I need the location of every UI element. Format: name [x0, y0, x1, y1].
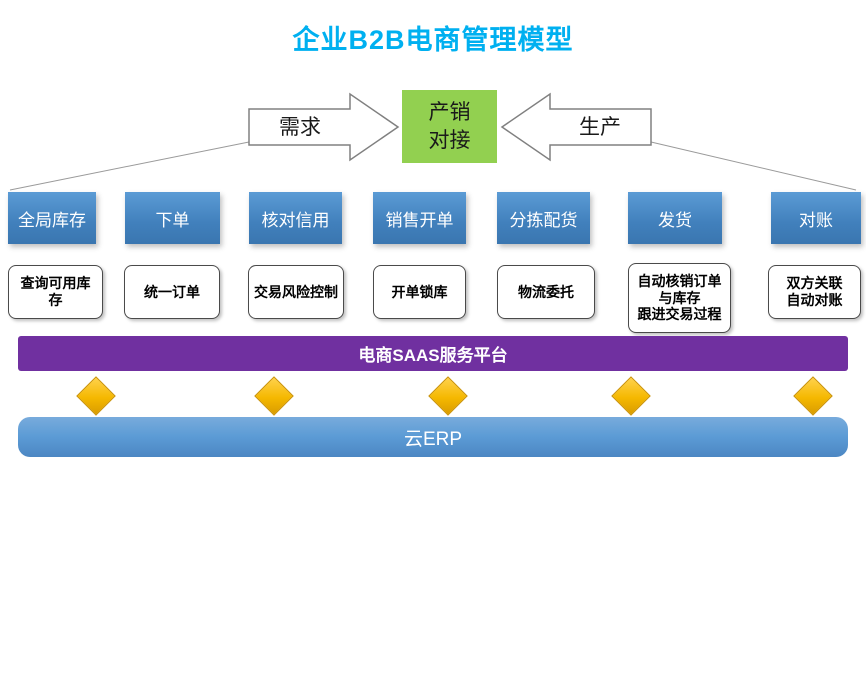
demand-arrow: 需求 [248, 92, 400, 162]
detail-box-risk-control: 交易风险控制 [248, 265, 344, 319]
stage-box-picking: 分拣配货 [497, 192, 590, 244]
detail-label: 双方关联 自动对账 [786, 275, 843, 308]
connector-line-right [650, 141, 857, 191]
connector-diamond [76, 376, 116, 416]
stage-label: 销售开单 [385, 210, 454, 230]
stage-label: 分拣配货 [509, 210, 578, 230]
connector-line-left [9, 141, 250, 191]
page-title: 企业B2B电商管理模型 [292, 25, 574, 55]
detail-box-auto-writeoff: 自动核销订单与库存 跟进交易过程 [628, 263, 731, 333]
detail-label: 物流委托 [518, 283, 574, 300]
stage-label: 对账 [799, 210, 833, 230]
stage-box-reconciliation: 对账 [771, 192, 861, 244]
demand-arrow-label: 需求 [279, 116, 321, 139]
stage-box-sales-billing: 销售开单 [373, 192, 466, 244]
connector-diamond [611, 376, 651, 416]
stage-box-shipping: 发货 [628, 192, 722, 244]
match-box: 产销 对接 [402, 90, 497, 163]
connector-diamond [428, 376, 468, 416]
stage-box-global-inventory: 全局库存 [8, 192, 96, 244]
connector-diamond [793, 376, 833, 416]
cloud-erp-bar: 云ERP [18, 417, 848, 457]
cloud-erp-label: 云ERP [403, 428, 463, 450]
detail-box-logistics: 物流委托 [497, 265, 595, 319]
stage-label: 发货 [658, 210, 692, 230]
detail-label: 查询可用库存 [20, 275, 91, 308]
demand-arrow-shape [248, 92, 400, 162]
connector-diamond [254, 376, 294, 416]
supply-arrow: 生产 [500, 92, 652, 162]
detail-box-query-inventory: 查询可用库存 [8, 265, 103, 319]
detail-label: 自动核销订单与库存 跟进交易过程 [637, 272, 722, 323]
detail-label: 交易风险控制 [254, 283, 338, 300]
stage-label: 全局库存 [18, 210, 86, 230]
stage-label: 下单 [155, 210, 190, 230]
supply-arrow-shape [500, 92, 652, 162]
detail-box-auto-reconcile: 双方关联 自动对账 [768, 265, 861, 319]
detail-box-lock-stock: 开单锁库 [373, 265, 466, 319]
supply-arrow-label: 生产 [579, 116, 621, 139]
saas-platform-label: 电商SAAS服务平台 [358, 346, 508, 365]
detail-label: 统一订单 [144, 283, 200, 300]
detail-label: 开单锁库 [391, 283, 448, 300]
stage-box-order: 下单 [125, 192, 220, 244]
saas-platform-bar: 电商SAAS服务平台 [18, 336, 848, 371]
stage-box-credit-check: 核对信用 [249, 192, 342, 244]
detail-box-unified-order: 统一订单 [124, 265, 220, 319]
stage-label: 核对信用 [261, 210, 330, 230]
